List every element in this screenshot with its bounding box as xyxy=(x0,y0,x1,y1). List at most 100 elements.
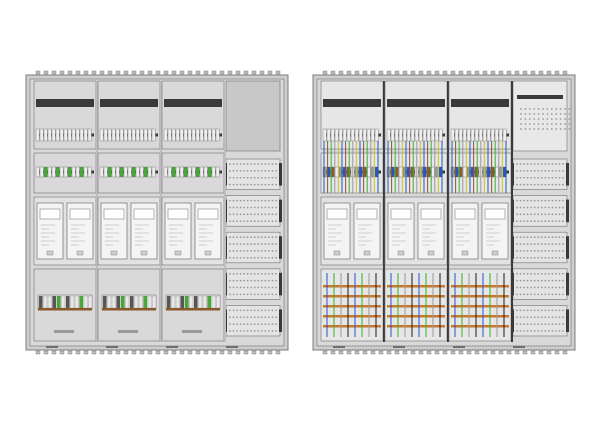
hinge-icon xyxy=(251,70,257,75)
vent-hole xyxy=(236,236,238,239)
vent-hole xyxy=(236,169,238,172)
hinge-icon xyxy=(354,70,360,75)
vent-hole xyxy=(271,183,274,186)
hinge-icon xyxy=(99,350,105,355)
vent-hole xyxy=(243,330,246,332)
vent-hole xyxy=(530,272,533,275)
vent-hole xyxy=(551,250,554,252)
terminal-block xyxy=(370,128,375,142)
vent-hole xyxy=(533,220,536,223)
terminal-block xyxy=(171,128,176,142)
vent-hole xyxy=(271,309,274,312)
vent-hole xyxy=(516,279,518,282)
vent-hole xyxy=(519,279,522,282)
vent-hole xyxy=(540,206,543,209)
terminal-block xyxy=(143,295,148,309)
meter-terminal xyxy=(46,250,54,256)
terminal-block xyxy=(83,128,88,142)
vent-hole xyxy=(523,279,525,282)
vent-hole xyxy=(275,206,277,209)
hinge-icon xyxy=(43,70,49,75)
vent-hole xyxy=(551,309,554,312)
meter-icon xyxy=(100,202,128,260)
vent-hole xyxy=(246,243,249,245)
terminal-block xyxy=(63,128,68,142)
vent-hole xyxy=(558,316,561,319)
terminal-block xyxy=(175,128,180,142)
vent-hole xyxy=(264,183,267,186)
hinge-icon xyxy=(123,70,129,75)
hinge-icon xyxy=(362,70,368,75)
hinge-icon xyxy=(155,70,161,75)
terminal-block xyxy=(119,166,124,178)
ventilation-grid-icon xyxy=(512,268,568,300)
vent-hole xyxy=(530,169,533,172)
hinge-icon xyxy=(107,70,113,75)
vent-hole xyxy=(243,286,246,289)
meter-icon xyxy=(417,202,445,260)
vent-hole xyxy=(239,220,242,223)
vent-hole xyxy=(229,213,231,216)
hinge-icon xyxy=(219,350,225,355)
hinge-icon xyxy=(139,70,145,75)
terminal-block xyxy=(195,128,200,142)
vent-hole xyxy=(250,176,253,179)
vent-hole xyxy=(523,213,525,216)
vent-hole xyxy=(260,213,263,216)
vent-hole xyxy=(271,272,274,275)
din-rail-icon xyxy=(323,99,381,107)
terminal-block xyxy=(362,128,367,142)
vent-hole xyxy=(551,256,554,259)
vent-hole xyxy=(246,272,249,275)
terminal-block xyxy=(61,295,66,309)
vent-hole xyxy=(547,213,550,216)
vent-hole xyxy=(246,206,249,209)
hinge-icon xyxy=(530,70,536,75)
vent-hole xyxy=(253,293,256,296)
vent-hole xyxy=(275,256,277,259)
meter-terminal xyxy=(363,250,371,256)
vent-hole xyxy=(516,330,518,332)
vent-hole xyxy=(271,256,274,259)
vent-hole xyxy=(253,286,256,289)
vent-hole xyxy=(243,213,246,216)
vent-hole xyxy=(558,213,561,216)
vent-hole xyxy=(540,279,543,282)
meter-column xyxy=(33,80,98,342)
terminal-block xyxy=(334,128,339,142)
vent-hole xyxy=(551,330,554,332)
vent-hole xyxy=(239,243,242,245)
terminal-block xyxy=(47,295,52,309)
vent-hole xyxy=(250,279,253,282)
vent-hole xyxy=(533,113,536,115)
vent-hole xyxy=(544,309,547,312)
vent-hole xyxy=(236,309,238,312)
terminal-block xyxy=(56,295,61,309)
hinge-icon xyxy=(338,70,344,75)
vent-hole xyxy=(526,250,529,252)
vent-plate xyxy=(512,231,568,264)
vent-hole xyxy=(239,213,242,216)
vent-hole xyxy=(271,163,274,165)
vent-hole xyxy=(523,330,525,332)
terminal-block xyxy=(394,128,399,142)
lock-icon xyxy=(106,346,118,348)
vent-hole xyxy=(250,272,253,275)
vent-hole xyxy=(250,323,253,326)
hinge-icon xyxy=(267,70,273,75)
vent-hole xyxy=(558,279,561,282)
terminal-block xyxy=(346,128,351,142)
vent-hole xyxy=(526,183,529,186)
vent-hole xyxy=(547,330,550,332)
vent-hole xyxy=(250,206,253,209)
vent-hole xyxy=(544,206,547,209)
vent-hole xyxy=(260,330,263,332)
terminal-block xyxy=(135,166,140,178)
vent-hole xyxy=(236,220,238,223)
vent-hole xyxy=(526,279,529,282)
vent-hole xyxy=(250,250,253,252)
meter-display xyxy=(484,208,506,220)
vent-hole xyxy=(232,316,235,319)
ventilation-grid-icon xyxy=(225,195,281,227)
hinge-icon xyxy=(378,70,384,75)
